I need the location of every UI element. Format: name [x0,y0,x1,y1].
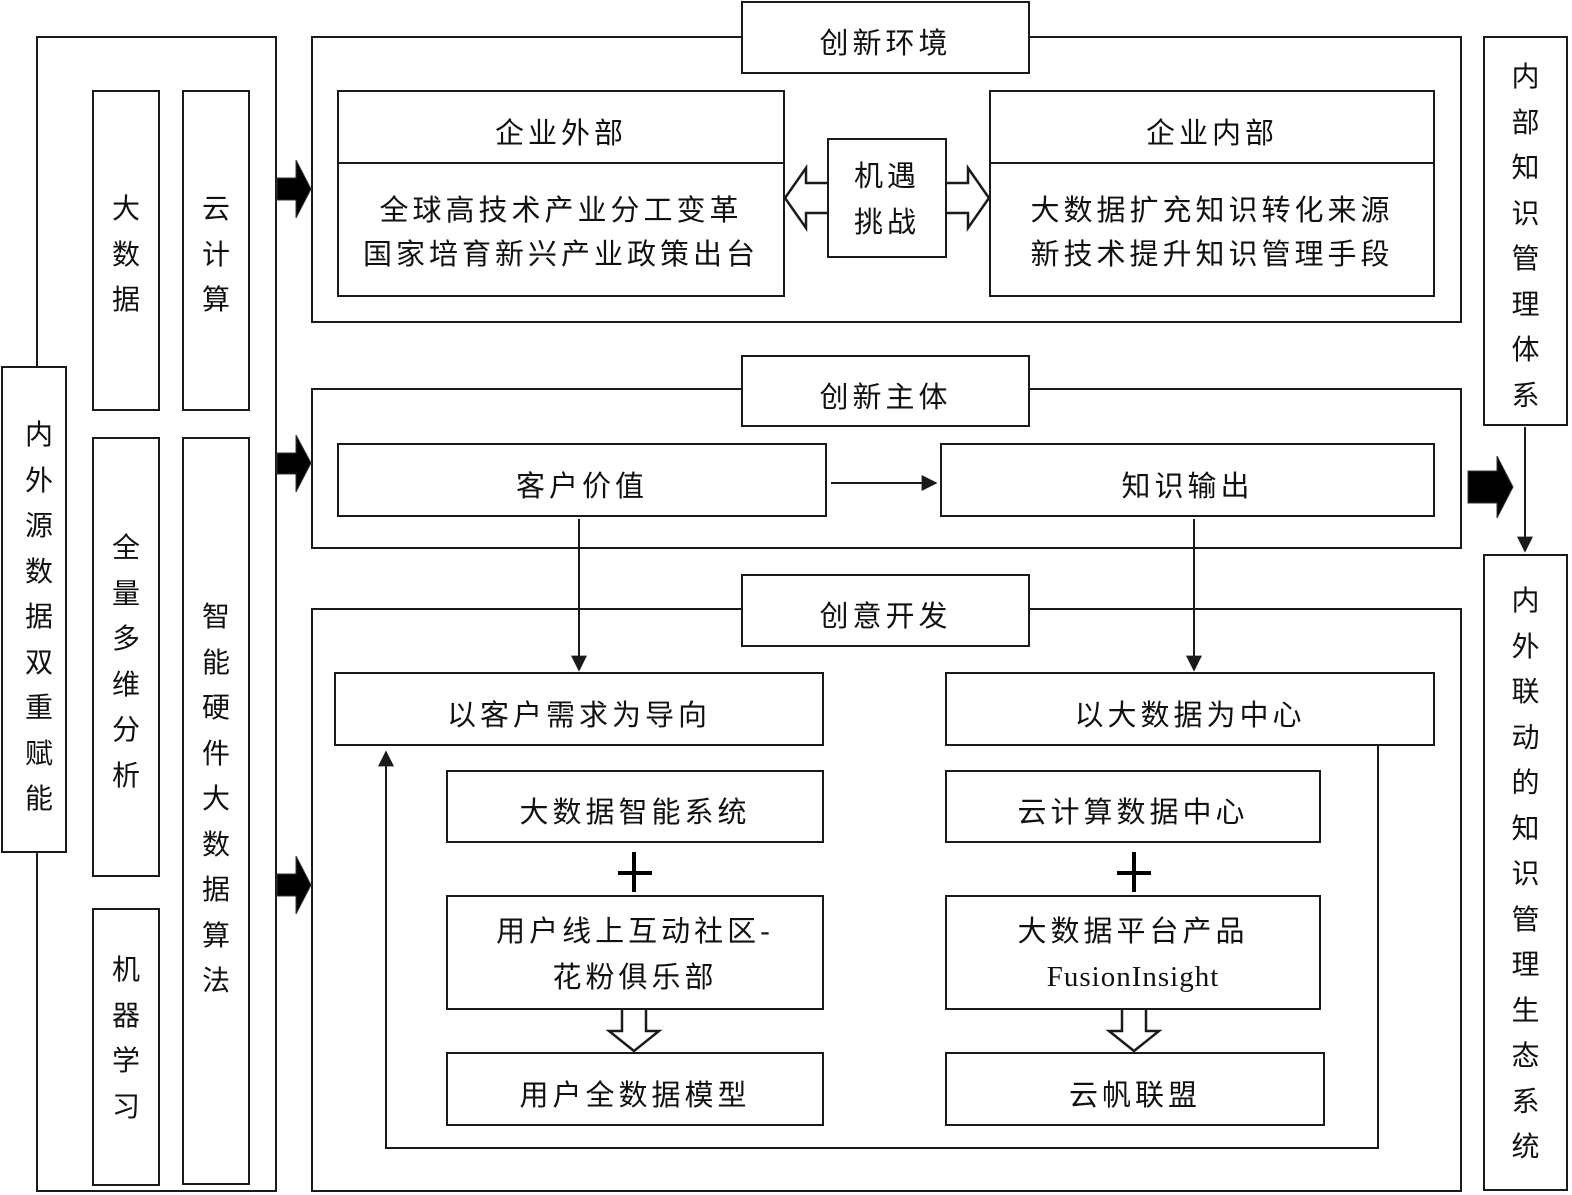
block-arrow-to-right-panel [1467,455,1514,519]
innovation-environment-title-box: 创新环境 [741,1,1030,74]
fusioninsight-label: FusionInsight [1046,961,1220,993]
opportunity-challenge-box: 机遇 挑战 [827,138,947,258]
internal-enterprise-box: 企业内部 大数据扩充知识转化来源 新技术提升知识管理手段 [989,90,1435,297]
internal-header: 企业内部 [1145,116,1278,150]
innovation-subject-title: 创新主体 [819,380,952,414]
cloud-data-center-label: 云计算数据中心 [1017,795,1249,829]
big-data-centered-box: 以大数据为中心 [945,672,1435,746]
km-ecosystem-label: 内外联动的知识管理生态系统 [1511,584,1540,1163]
external-line-1: 全球高技术产业分工变革 [379,193,743,227]
block-arrow-to-subject [276,434,312,493]
smart-hardware-algorithm-box: 智能硬件大数据算法 [182,437,250,1185]
internal-km-system-label: 内部知识管理体系 [1511,60,1540,412]
user-full-data-model-label: 用户全数据模型 [519,1078,751,1112]
cloud-sail-alliance-label: 云帆联盟 [1068,1078,1201,1112]
customer-value-box: 客户价值 [337,443,827,517]
big-data-platform-product-box: 大数据平台产品 FusionInsight [945,895,1321,1010]
knowledge-output-label: 知识输出 [1121,469,1254,503]
online-community-line-1: 用户线上互动社区- [496,914,774,948]
user-full-data-model-box: 用户全数据模型 [446,1052,824,1126]
cloud-data-center-box: 云计算数据中心 [945,770,1321,843]
internal-header-divider [991,162,1433,164]
creative-development-title: 创意开发 [819,599,952,633]
big-data-platform-product-line-1: 大数据平台产品 [1017,914,1249,948]
opportunity-label: 机遇 [853,159,920,193]
block-arrow-to-development [276,855,312,915]
customer-demand-oriented-box: 以客户需求为导向 [334,672,824,746]
big-data-box: 大数据 [92,90,160,411]
block-arrow-to-environment [276,159,312,219]
internal-line-1: 大数据扩充知识转化来源 [1030,193,1394,227]
big-data-centered-label: 以大数据为中心 [1074,698,1306,732]
external-header-divider [339,162,783,164]
machine-learning-box: 机器学习 [92,908,160,1186]
challenge-label: 挑战 [853,205,920,239]
machine-learning-label: 机器学习 [111,953,140,1123]
big-data-intelligent-system-label: 大数据智能系统 [519,795,751,829]
external-line-2: 国家培育新兴产业政策出台 [362,237,759,271]
customer-demand-oriented-label: 以客户需求为导向 [446,698,711,732]
customer-value-label: 客户价值 [515,469,648,503]
smart-hardware-algorithm-label: 智能硬件大数据算法 [201,600,230,997]
internal-km-system-box: 内部知识管理体系 [1483,36,1568,426]
creative-development-title-box: 创意开发 [741,574,1030,647]
external-enterprise-box: 企业外部 全球高技术产业分工变革 国家培育新兴产业政策出台 [337,90,785,297]
multidimensional-analysis-box: 全量多维分析 [92,437,160,877]
cloud-computing-box: 云计算 [182,90,250,411]
multidimensional-analysis-label: 全量多维分析 [111,531,140,792]
knowledge-output-box: 知识输出 [940,443,1435,517]
internal-line-2: 新技术提升知识管理手段 [1030,237,1394,271]
innovation-environment-title: 创新环境 [819,26,952,60]
online-community-line-2: 花粉俱乐部 [552,960,718,994]
big-data-label: 大数据 [111,192,140,316]
dual-empowerment-box: 内外源数据双重赋能 [1,366,67,853]
big-data-intelligent-system-box: 大数据智能系统 [446,770,824,843]
cloud-computing-label: 云计算 [201,192,230,316]
km-ecosystem-box: 内外联动的知识管理生态系统 [1483,554,1568,1191]
cloud-sail-alliance-box: 云帆联盟 [945,1052,1325,1126]
innovation-subject-title-box: 创新主体 [741,355,1030,427]
external-header: 企业外部 [494,116,627,150]
dual-empowerment-label: 内外源数据双重赋能 [25,418,54,815]
online-community-box: 用户线上互动社区- 花粉俱乐部 [446,895,824,1010]
